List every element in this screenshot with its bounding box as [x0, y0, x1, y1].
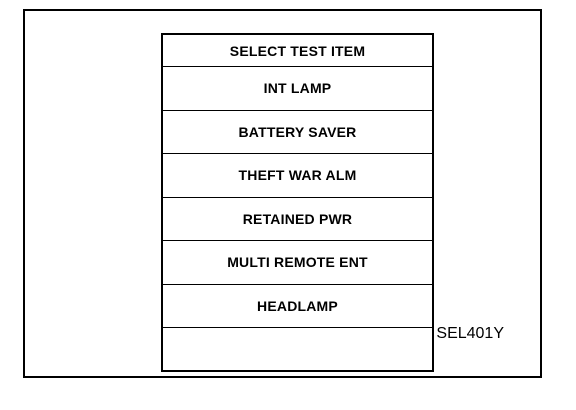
figure-code-label: SEL401Y	[436, 325, 504, 342]
figure-frame: SELECT TEST ITEM INT LAMP BATTERY SAVER …	[23, 9, 542, 378]
test-item-retained-pwr[interactable]: RETAINED PWR	[163, 198, 432, 241]
test-item-int-lamp[interactable]: INT LAMP	[163, 67, 432, 111]
test-item-headlamp[interactable]: HEADLAMP	[163, 285, 432, 328]
test-item-battery-saver[interactable]: BATTERY SAVER	[163, 111, 432, 154]
test-item-multi-remote-ent[interactable]: MULTI REMOTE ENT	[163, 241, 432, 285]
test-item-theft-war-alm[interactable]: THEFT WAR ALM	[163, 154, 432, 198]
screen-title: SELECT TEST ITEM	[163, 35, 432, 67]
test-item-empty	[163, 328, 432, 372]
consult-screen: SELECT TEST ITEM INT LAMP BATTERY SAVER …	[161, 33, 434, 372]
